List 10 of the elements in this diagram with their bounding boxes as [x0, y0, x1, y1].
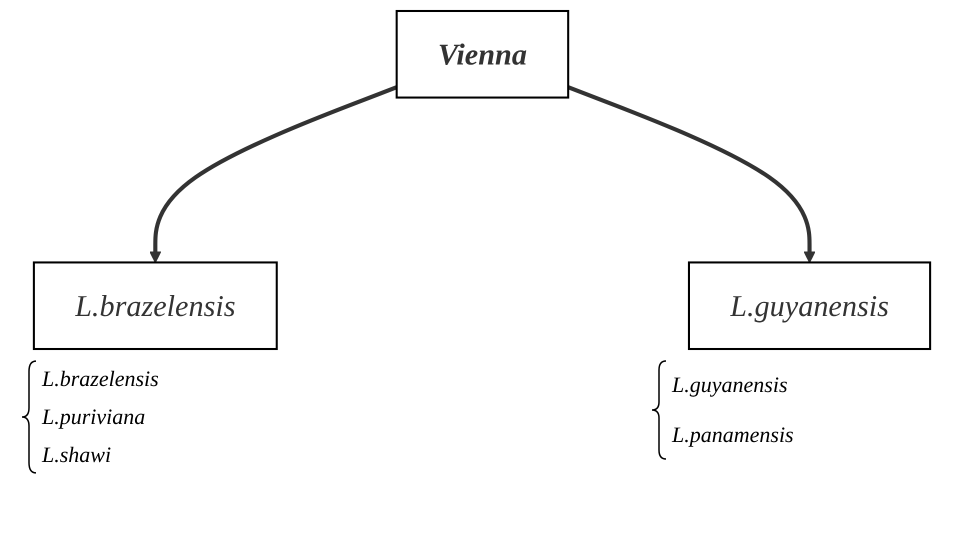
- species-name: L.puriviana: [42, 404, 146, 430]
- arrow: [149, 85, 398, 263]
- species-name: L.shawi: [42, 442, 112, 468]
- arrow: [567, 85, 816, 263]
- node-box: L.guyanensis: [688, 261, 932, 350]
- species-name: L.brazelensis: [42, 366, 159, 392]
- node-box: Vienna: [396, 10, 570, 99]
- species-name: L.panamensis: [672, 422, 794, 448]
- species-name: L.guyanensis: [672, 372, 788, 398]
- node-box: L.brazelensis: [32, 261, 278, 350]
